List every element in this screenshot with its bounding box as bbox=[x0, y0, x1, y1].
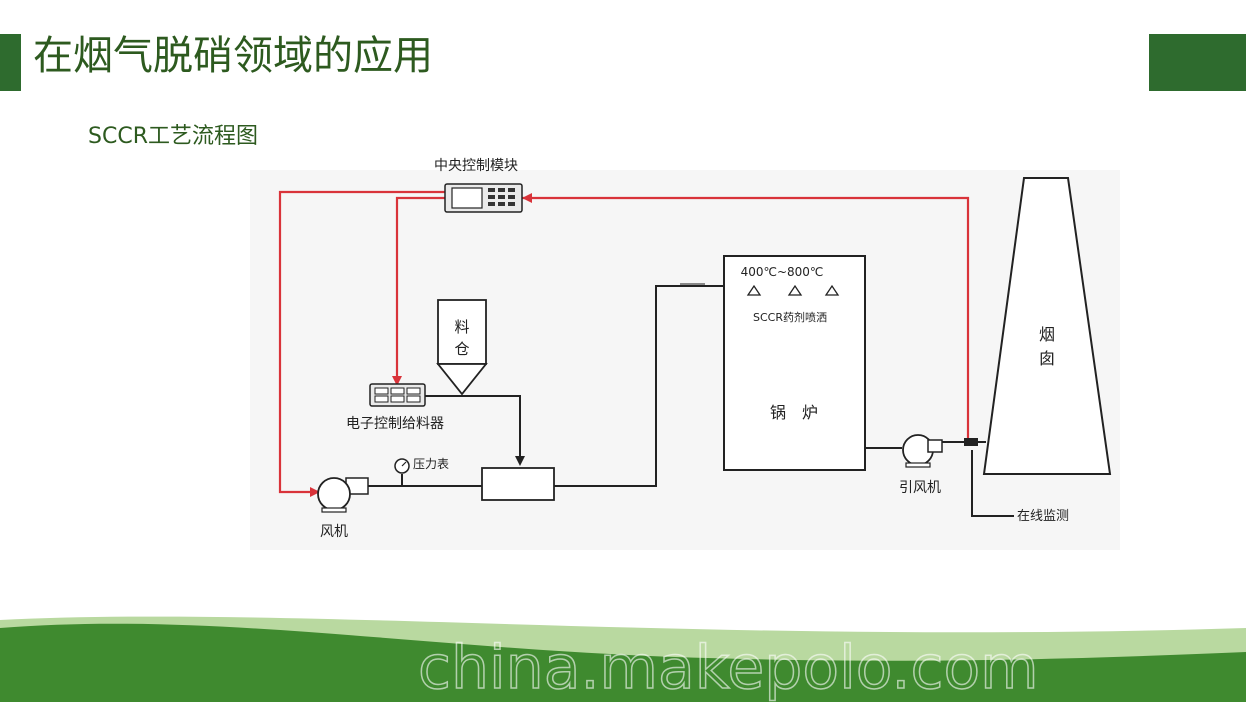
control-module-label: 中央控制模块 bbox=[434, 158, 518, 174]
fan-label: 风机 bbox=[320, 524, 348, 540]
pressure-gauge-label: 压力表 bbox=[413, 457, 449, 471]
online-monitor-label: 在线监测 bbox=[1017, 509, 1069, 524]
spray-nozzle-3 bbox=[824, 284, 840, 296]
chimney bbox=[982, 177, 1112, 475]
control-line-from-monitor bbox=[522, 196, 970, 446]
chimney-label-1: 烟 bbox=[1039, 325, 1055, 344]
induced-fan-label: 引风机 bbox=[899, 480, 941, 496]
mixer-to-boiler-line bbox=[554, 285, 690, 487]
flow-lines bbox=[368, 285, 1014, 517]
boiler-label: 锅 炉 bbox=[770, 403, 818, 422]
control-line-to-feeder bbox=[395, 196, 445, 382]
chimney-label-2: 囱 bbox=[1039, 349, 1055, 368]
control-line-to-fan bbox=[278, 190, 445, 494]
spray-label: SCCR药剂喷洒 bbox=[753, 310, 827, 324]
watermark: china.makepolo.com bbox=[418, 633, 1039, 702]
spray-nozzle-2 bbox=[787, 284, 803, 296]
slide-title: 在烟气脱硝领域的应用 bbox=[33, 33, 433, 79]
title-accent-right bbox=[1149, 34, 1246, 91]
silo bbox=[436, 299, 488, 396]
online-monitor-sensor bbox=[964, 438, 978, 446]
slide-subtitle: SCCR工艺流程图 bbox=[88, 124, 258, 149]
arrow-to-mixer bbox=[515, 456, 525, 466]
footer-wave: china.makepolo.com bbox=[0, 616, 1246, 702]
silo-label-1: 料 bbox=[454, 318, 469, 336]
feed-line-to-mixer bbox=[425, 395, 521, 464]
arrow-to-fan bbox=[310, 487, 320, 497]
mixer bbox=[481, 467, 555, 501]
induced-draft-fan bbox=[902, 434, 943, 468]
central-control-module bbox=[444, 183, 523, 213]
temperature-range-label: 400℃~800℃ bbox=[741, 265, 824, 279]
fan bbox=[317, 477, 369, 513]
arrow-to-control-module bbox=[522, 193, 532, 203]
silo-label-2: 仓 bbox=[454, 340, 469, 358]
title-accent-left bbox=[0, 34, 21, 91]
electronic-feeder bbox=[369, 383, 426, 407]
diagram-background bbox=[250, 170, 1120, 550]
arrow-to-feeder bbox=[392, 376, 402, 386]
pressure-gauge-needle bbox=[401, 461, 407, 467]
sccr-process-diagram: 中央控制模块 料 仓 电子控制给料器 压力表 风机 400℃~800℃ SCCR… bbox=[250, 158, 1120, 550]
control-lines bbox=[278, 190, 970, 494]
monitor-leader-line bbox=[971, 450, 1014, 517]
footer-wave-dark bbox=[0, 623, 1246, 702]
feeder-label: 电子控制给料器 bbox=[346, 416, 444, 432]
spray-nozzle-1 bbox=[746, 284, 762, 296]
spray-nozzles bbox=[746, 284, 840, 296]
